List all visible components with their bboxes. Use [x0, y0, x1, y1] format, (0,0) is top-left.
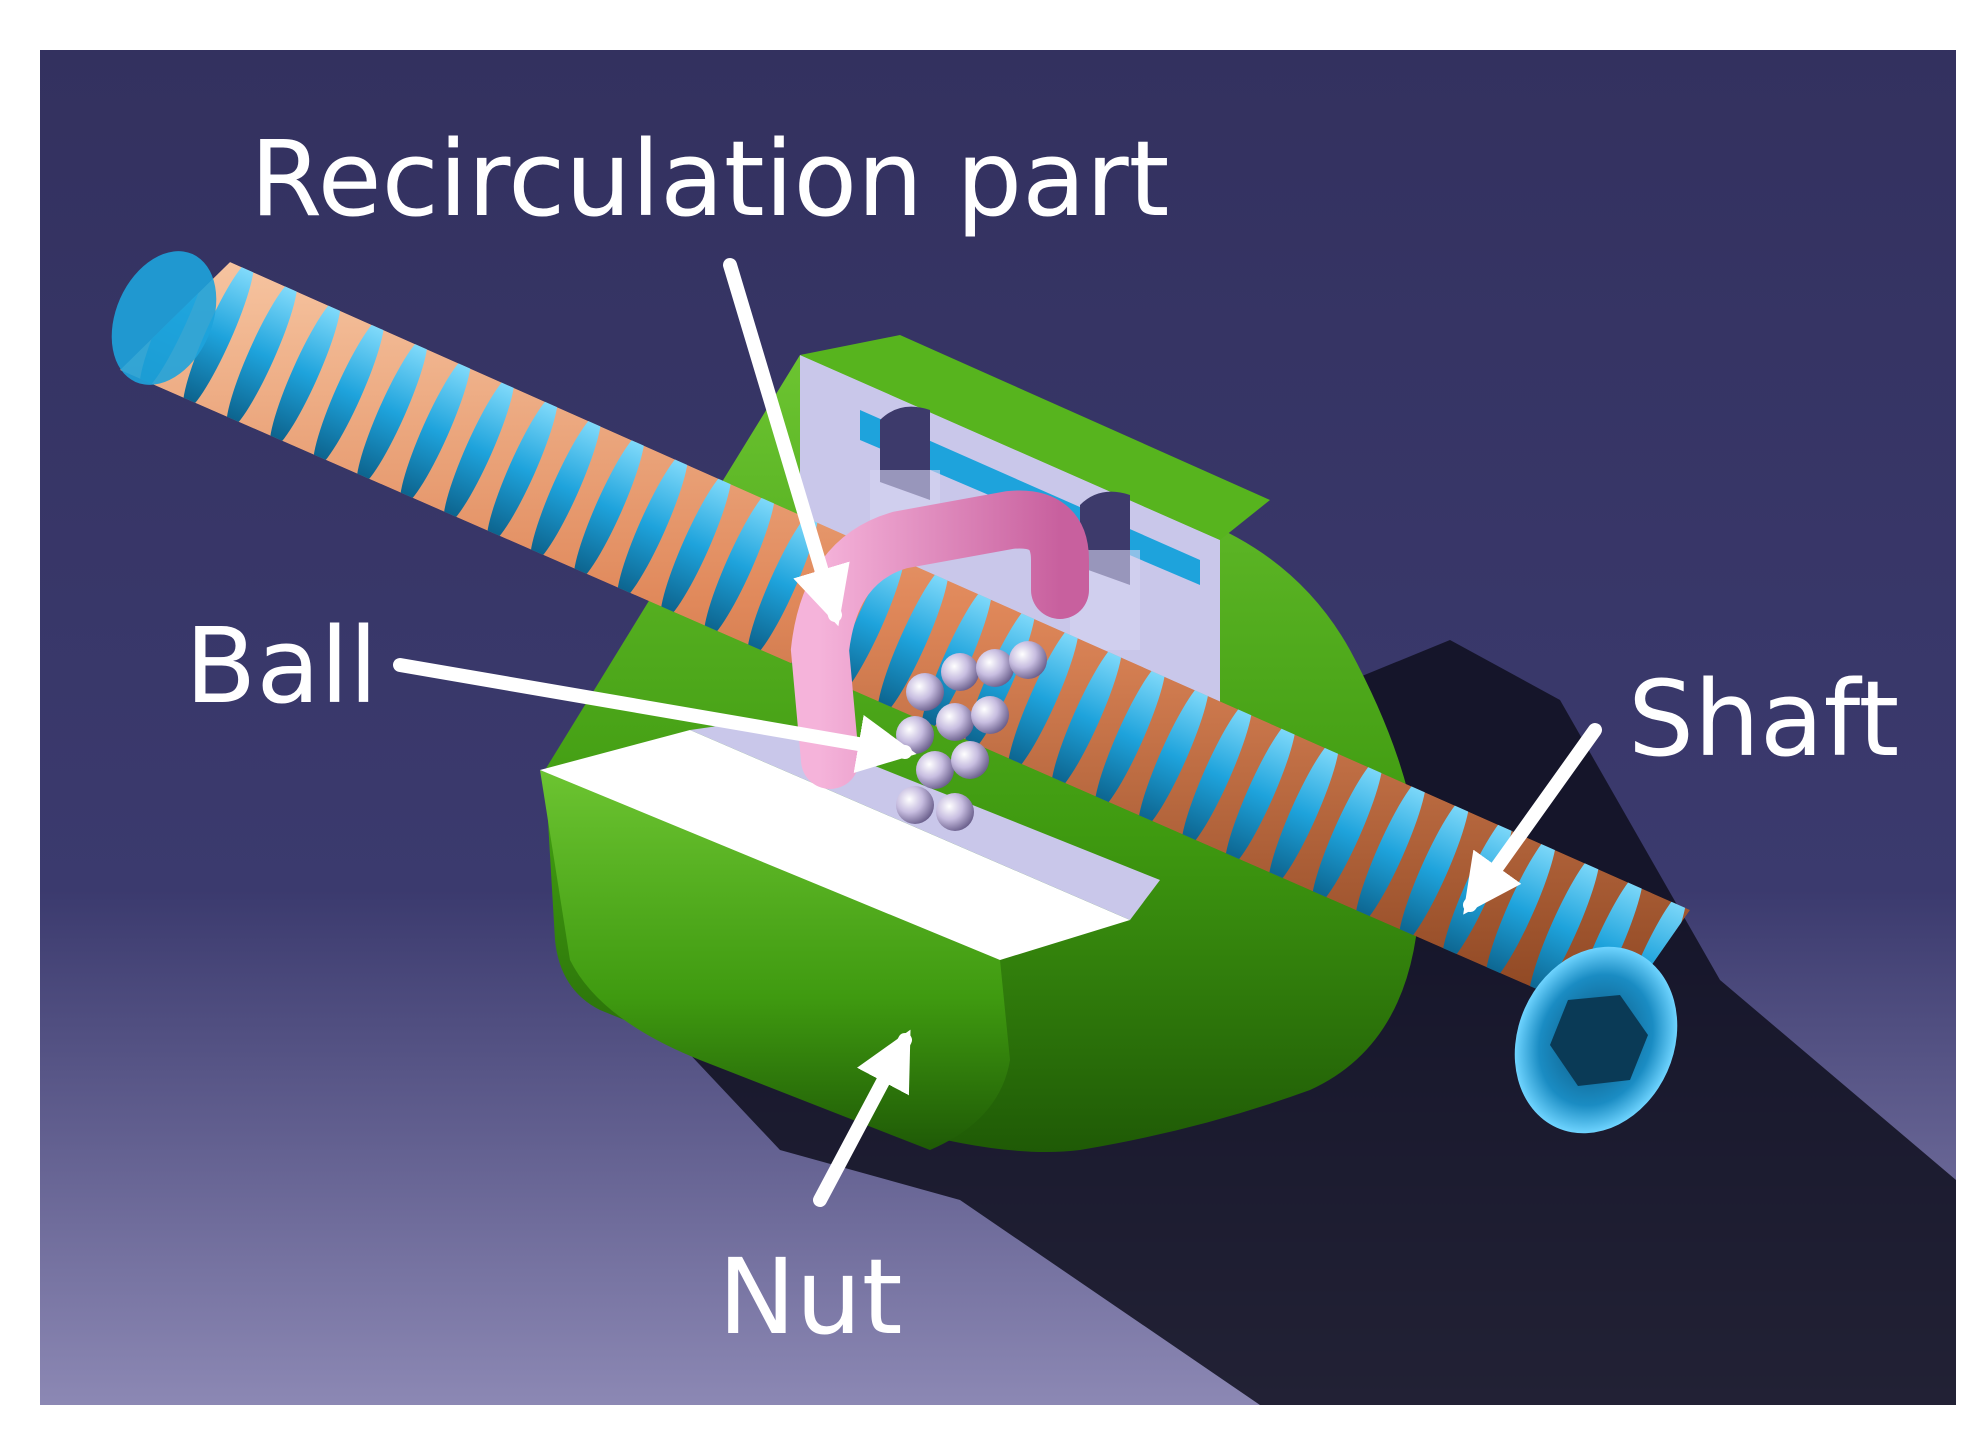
thread-band	[1268, 737, 1340, 889]
thread-band	[1355, 776, 1426, 927]
ball-bearing	[971, 696, 1009, 734]
thread-band	[486, 393, 558, 545]
ball-bearing	[906, 673, 944, 711]
ball-bearing	[941, 653, 979, 691]
ball-arrow	[393, 658, 917, 773]
thread-band	[834, 546, 905, 697]
thread-band	[877, 565, 949, 717]
thread-band	[1311, 757, 1383, 908]
thread-band	[313, 317, 385, 468]
ball-bearing	[936, 703, 974, 741]
label-nut: Nut	[718, 1236, 903, 1358]
ball-bearing	[916, 751, 954, 789]
recirculation-arrow	[723, 258, 850, 627]
ball-bearing	[1009, 641, 1047, 679]
ball-bearing	[896, 786, 934, 824]
thread-band	[226, 279, 298, 430]
thread-band	[1181, 699, 1253, 850]
thread-band	[183, 262, 254, 411]
shaft-arrow	[1463, 723, 1602, 915]
thread-band	[530, 412, 602, 564]
thread-band	[747, 508, 819, 659]
label-recirculation-part: Recirculation part	[250, 118, 1169, 240]
thread-band	[703, 489, 775, 640]
thread-band	[1007, 623, 1079, 774]
ball-bearing	[951, 741, 989, 779]
callout-arrows	[393, 258, 1602, 1207]
thread-band	[1224, 718, 1296, 870]
thread-band	[356, 336, 428, 487]
thread-band	[1138, 680, 1209, 831]
shaft-end-cap	[1514, 946, 1678, 1134]
thread-band	[1094, 661, 1166, 812]
thread-band	[269, 298, 341, 449]
thread-band	[573, 432, 645, 583]
ball-bearing	[936, 793, 974, 831]
thread-band	[443, 374, 515, 525]
nut-arrow	[813, 1029, 912, 1207]
thread-band	[1528, 852, 1600, 1003]
thread-band	[617, 451, 688, 602]
label-shaft: Shaft	[1628, 658, 1899, 780]
thread-band	[660, 470, 732, 621]
ball-bearing	[976, 649, 1014, 687]
thread-band	[1398, 795, 1470, 946]
thread-band	[400, 355, 471, 506]
thread-band	[1051, 642, 1123, 793]
label-ball: Ball	[185, 605, 378, 727]
balls	[896, 641, 1047, 831]
